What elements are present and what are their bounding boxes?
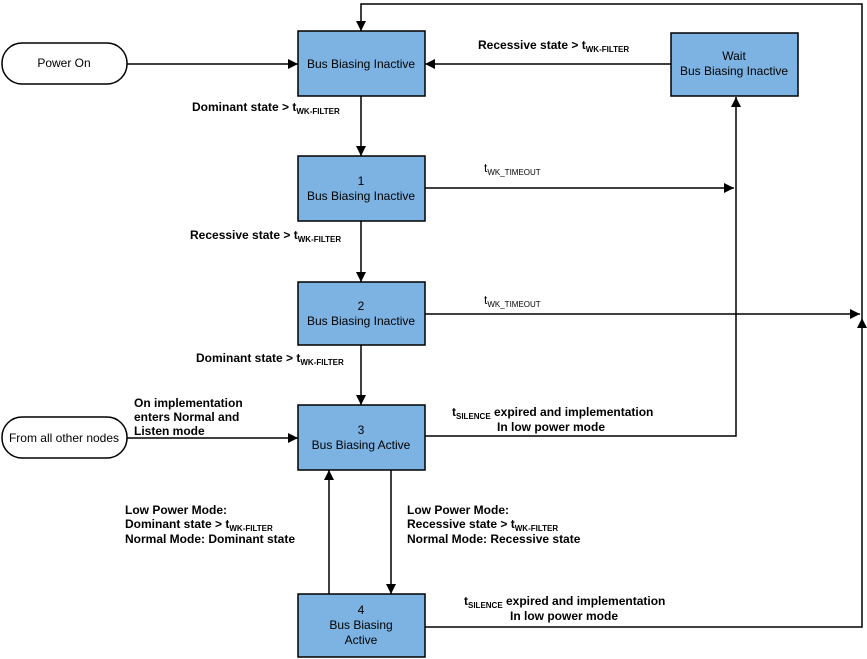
s1-label-line1: 1 — [358, 174, 365, 188]
label-recessive-filter-wait-s0: Recessive state > tWK-FILTER — [478, 38, 629, 54]
to3-line2: Dominant state > tWK-FILTER — [125, 517, 273, 533]
wait-label-line1: Wait — [722, 49, 746, 63]
node-from-all-other-nodes: From all other nodes — [1, 416, 128, 459]
arrow-s3-to-wait — [425, 97, 741, 437]
label-on-implementation: On implementation enters Normal and List… — [134, 396, 243, 438]
silence-s3-line1: tSILENCE expired and implementation — [452, 405, 653, 421]
to4-line3: Normal Mode: Recessive state — [407, 532, 581, 546]
label-timeout-s1: tWK_TIMEOUT — [484, 161, 541, 177]
state-s3: 3 Bus Biasing Active — [297, 404, 426, 471]
state-s2: 2 Bus Biasing Inactive — [297, 281, 426, 346]
arrow-loop-to-s0 — [356, 3, 863, 318]
to3-line1: Low Power Mode: — [125, 503, 227, 517]
s0-label: Bus Biasing Inactive — [307, 57, 415, 71]
node-power-on: Power On — [1, 42, 128, 85]
s2-label-line1: 2 — [358, 299, 365, 313]
label-dominant-filter-s2-s3: Dominant state > tWK-FILTER — [196, 351, 344, 367]
wait-label-line2: Bus Biasing Inactive — [680, 64, 788, 78]
s3-label-line2: Bus Biasing Active — [312, 438, 411, 452]
label-silence-s3: tSILENCE expired and implementation In l… — [452, 405, 653, 434]
on-impl-line2: enters Normal and — [134, 410, 239, 424]
on-impl-line3: Listen mode — [134, 424, 205, 438]
s4-label-line3: Active — [345, 633, 378, 647]
silence-s4-line2: In low power mode — [510, 609, 618, 623]
from-all-label: From all other nodes — [9, 431, 119, 445]
state-s4: 4 Bus Biasing Active — [297, 593, 426, 658]
state-s1: 1 Bus Biasing Inactive — [297, 155, 426, 222]
label-s4-to-s3: Low Power Mode: Dominant state > tWK-FIL… — [125, 503, 295, 546]
connectors — [127, 3, 867, 628]
on-impl-line1: On implementation — [134, 396, 243, 410]
power-on-label: Power On — [37, 56, 90, 70]
label-silence-s4: tSILENCE expired and implementation In l… — [464, 594, 665, 623]
to3-line3: Normal Mode: Dominant state — [125, 532, 295, 546]
s4-label-line2: Bus Biasing — [329, 618, 392, 632]
silence-s4-line1: tSILENCE expired and implementation — [464, 594, 665, 610]
state-wait: Wait Bus Biasing Inactive — [670, 32, 799, 97]
label-s3-to-s4: Low Power Mode: Recessive state > tWK-FI… — [407, 503, 581, 546]
arrow-s4-silence — [425, 318, 867, 628]
s4-label-line1: 4 — [358, 603, 365, 617]
state-s0: Bus Biasing Inactive — [297, 30, 426, 97]
silence-s3-line2: In low power mode — [497, 420, 605, 434]
s2-label-line2: Bus Biasing Inactive — [307, 314, 415, 328]
to4-line1: Low Power Mode: — [407, 503, 509, 517]
label-recessive-filter-s1-s2: Recessive state > tWK-FILTER — [190, 228, 341, 244]
s1-label-line2: Bus Biasing Inactive — [307, 189, 415, 203]
to4-line2: Recessive state > tWK-FILTER — [407, 517, 558, 533]
s3-label-line1: 3 — [358, 423, 365, 437]
label-timeout-s2: tWK_TIMEOUT — [484, 293, 541, 309]
label-dominant-filter-s0-s1: Dominant state > tWK-FILTER — [192, 100, 340, 116]
